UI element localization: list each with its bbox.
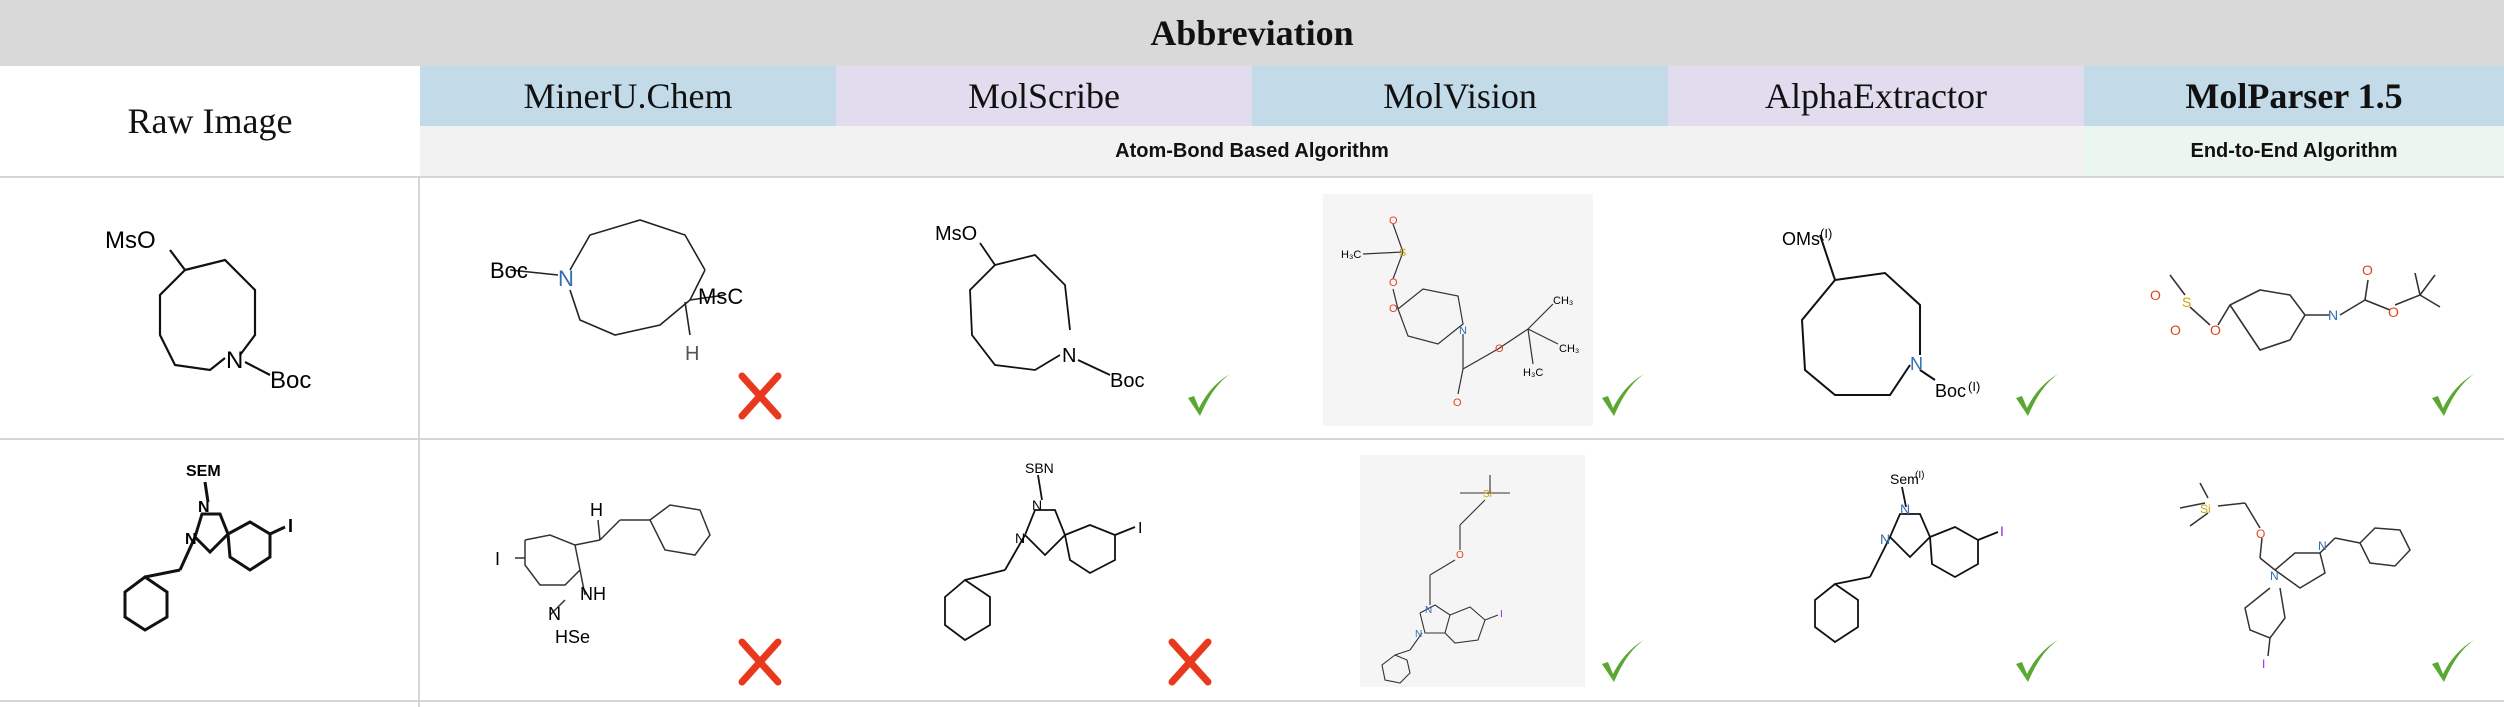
method-header-alphaextractor: AlphaExtractor — [1668, 66, 2084, 126]
result-molecule-image: H₃C S O O O N O O CH₃ H₃C CH₃ — [1323, 194, 1593, 426]
atom-label: N — [558, 266, 574, 291]
atom-label: Si — [1483, 489, 1492, 500]
atom-label: N — [1062, 345, 1076, 367]
atom-label: N — [1900, 501, 1910, 517]
column-divider — [418, 176, 420, 707]
method-header-molparser: MolParser 1.5 — [2084, 66, 2504, 126]
atom-label: O — [1495, 343, 1504, 355]
result-molecule-image: O S O O N O O — [2150, 262, 2441, 351]
atom-label: I — [1138, 520, 1142, 537]
atom-label: (I) — [1968, 379, 1980, 394]
result-molecule-image: H I NH N HSe — [495, 500, 711, 647]
atom-label: N — [185, 531, 197, 548]
result-molecule-image: Si O N N I — [1360, 455, 1585, 687]
atom-label: N — [2318, 539, 2327, 553]
atom-label: MsC — [698, 284, 743, 309]
row-divider — [0, 438, 2504, 440]
atom-label: O — [1389, 215, 1398, 227]
atom-label: CH₃ — [1553, 295, 1573, 307]
atom-label: O — [2170, 322, 2181, 338]
atom-label: I — [2262, 657, 2265, 671]
atom-label: O — [2388, 304, 2399, 320]
check-icon — [2432, 640, 2474, 682]
method-header-minerU-chem: MinerU.Chem — [420, 66, 836, 126]
atom-label: N — [2328, 307, 2338, 323]
atom-label: N — [548, 604, 561, 624]
atom-label: OMs — [1782, 229, 1820, 249]
atom-label: NH — [580, 584, 606, 604]
check-icon — [1602, 374, 1644, 416]
table-title: Abbreviation — [0, 0, 2504, 66]
atom-label: N — [198, 499, 210, 516]
atom-label: MsO — [935, 223, 977, 245]
atom-label: O — [2256, 527, 2265, 541]
result-molecule-image: Sem (I) N N I — [1814, 470, 2004, 644]
cross-icon — [1168, 638, 1216, 686]
cross-icon — [738, 638, 786, 686]
row-divider — [0, 176, 2504, 178]
atom-label: N — [1459, 325, 1467, 337]
row-divider — [0, 700, 2504, 702]
atom-label: (I) — [1915, 470, 1924, 481]
atom-label: SEM — [186, 463, 221, 480]
atom-label: N — [1015, 530, 1025, 546]
atom-label: O — [1456, 550, 1464, 561]
atom-label: I — [288, 516, 293, 536]
atom-label: O — [2210, 322, 2221, 338]
raw-molecule-image: SEM N N I — [123, 463, 293, 632]
atom-bond-category: Atom-Bond Based Algorithm — [420, 126, 2084, 176]
atom-label: Boc — [490, 258, 528, 283]
atom-label: N — [1415, 629, 1422, 640]
atom-label: H₃C — [1523, 367, 1543, 379]
atom-label: Boc — [1935, 381, 1966, 401]
atom-label: Sem — [1890, 471, 1919, 487]
atom-label: (I) — [1820, 226, 1832, 241]
end-to-end-category: End-to-End Algorithm — [2084, 126, 2504, 176]
atom-label: O — [1389, 303, 1398, 315]
method-header-molvision: MolVision — [1252, 66, 1668, 126]
raw-molecule-image: MsO N Boc — [105, 227, 311, 394]
atom-label: H₃C — [1341, 249, 1361, 261]
result-molecule-image: OMs (I) N Boc (I) — [1782, 226, 1980, 401]
check-icon — [2016, 374, 2058, 416]
atom-label: N — [2270, 569, 2279, 583]
atom-label: I — [495, 549, 500, 569]
atom-label: SBN — [1025, 460, 1054, 476]
atom-label: N — [226, 347, 243, 374]
check-icon — [1602, 640, 1644, 682]
atom-label: HSe — [555, 627, 590, 647]
check-icon — [2016, 640, 2058, 682]
atom-label: N — [1425, 605, 1432, 616]
atom-label: O — [1453, 397, 1462, 409]
result-molecule-image: Si O N N I — [2179, 482, 2411, 671]
atom-label: N — [1880, 531, 1890, 547]
atom-label: O — [2150, 287, 2161, 303]
result-molecule-image: MsO N Boc — [935, 223, 1144, 392]
cross-icon — [738, 372, 786, 420]
result-molecule-image: SBN N N I — [944, 460, 1142, 642]
atom-label: H — [685, 343, 699, 365]
atom-label: H — [590, 500, 603, 520]
atom-label: MsO — [105, 227, 156, 254]
atom-label: Si — [2200, 502, 2211, 516]
atom-label: I — [1500, 609, 1503, 620]
method-header-molscribe: MolScribe — [836, 66, 1252, 126]
atom-label: O — [1389, 277, 1398, 289]
atom-label: S — [2182, 294, 2191, 310]
result-molecule-image: Boc N MsC H — [490, 219, 743, 365]
raw-image-header: Raw Image — [127, 101, 293, 141]
atom-label: N — [1032, 497, 1042, 513]
atom-label: Boc — [1110, 370, 1144, 392]
atom-label: I — [2000, 523, 2004, 539]
atom-label: O — [2362, 262, 2373, 278]
atom-label: N — [1910, 354, 1923, 374]
atom-label: CH₃ — [1559, 343, 1579, 355]
check-icon — [1188, 374, 1230, 416]
atom-label: Boc — [270, 367, 311, 394]
check-icon — [2432, 374, 2474, 416]
atom-label: S — [1399, 247, 1406, 259]
